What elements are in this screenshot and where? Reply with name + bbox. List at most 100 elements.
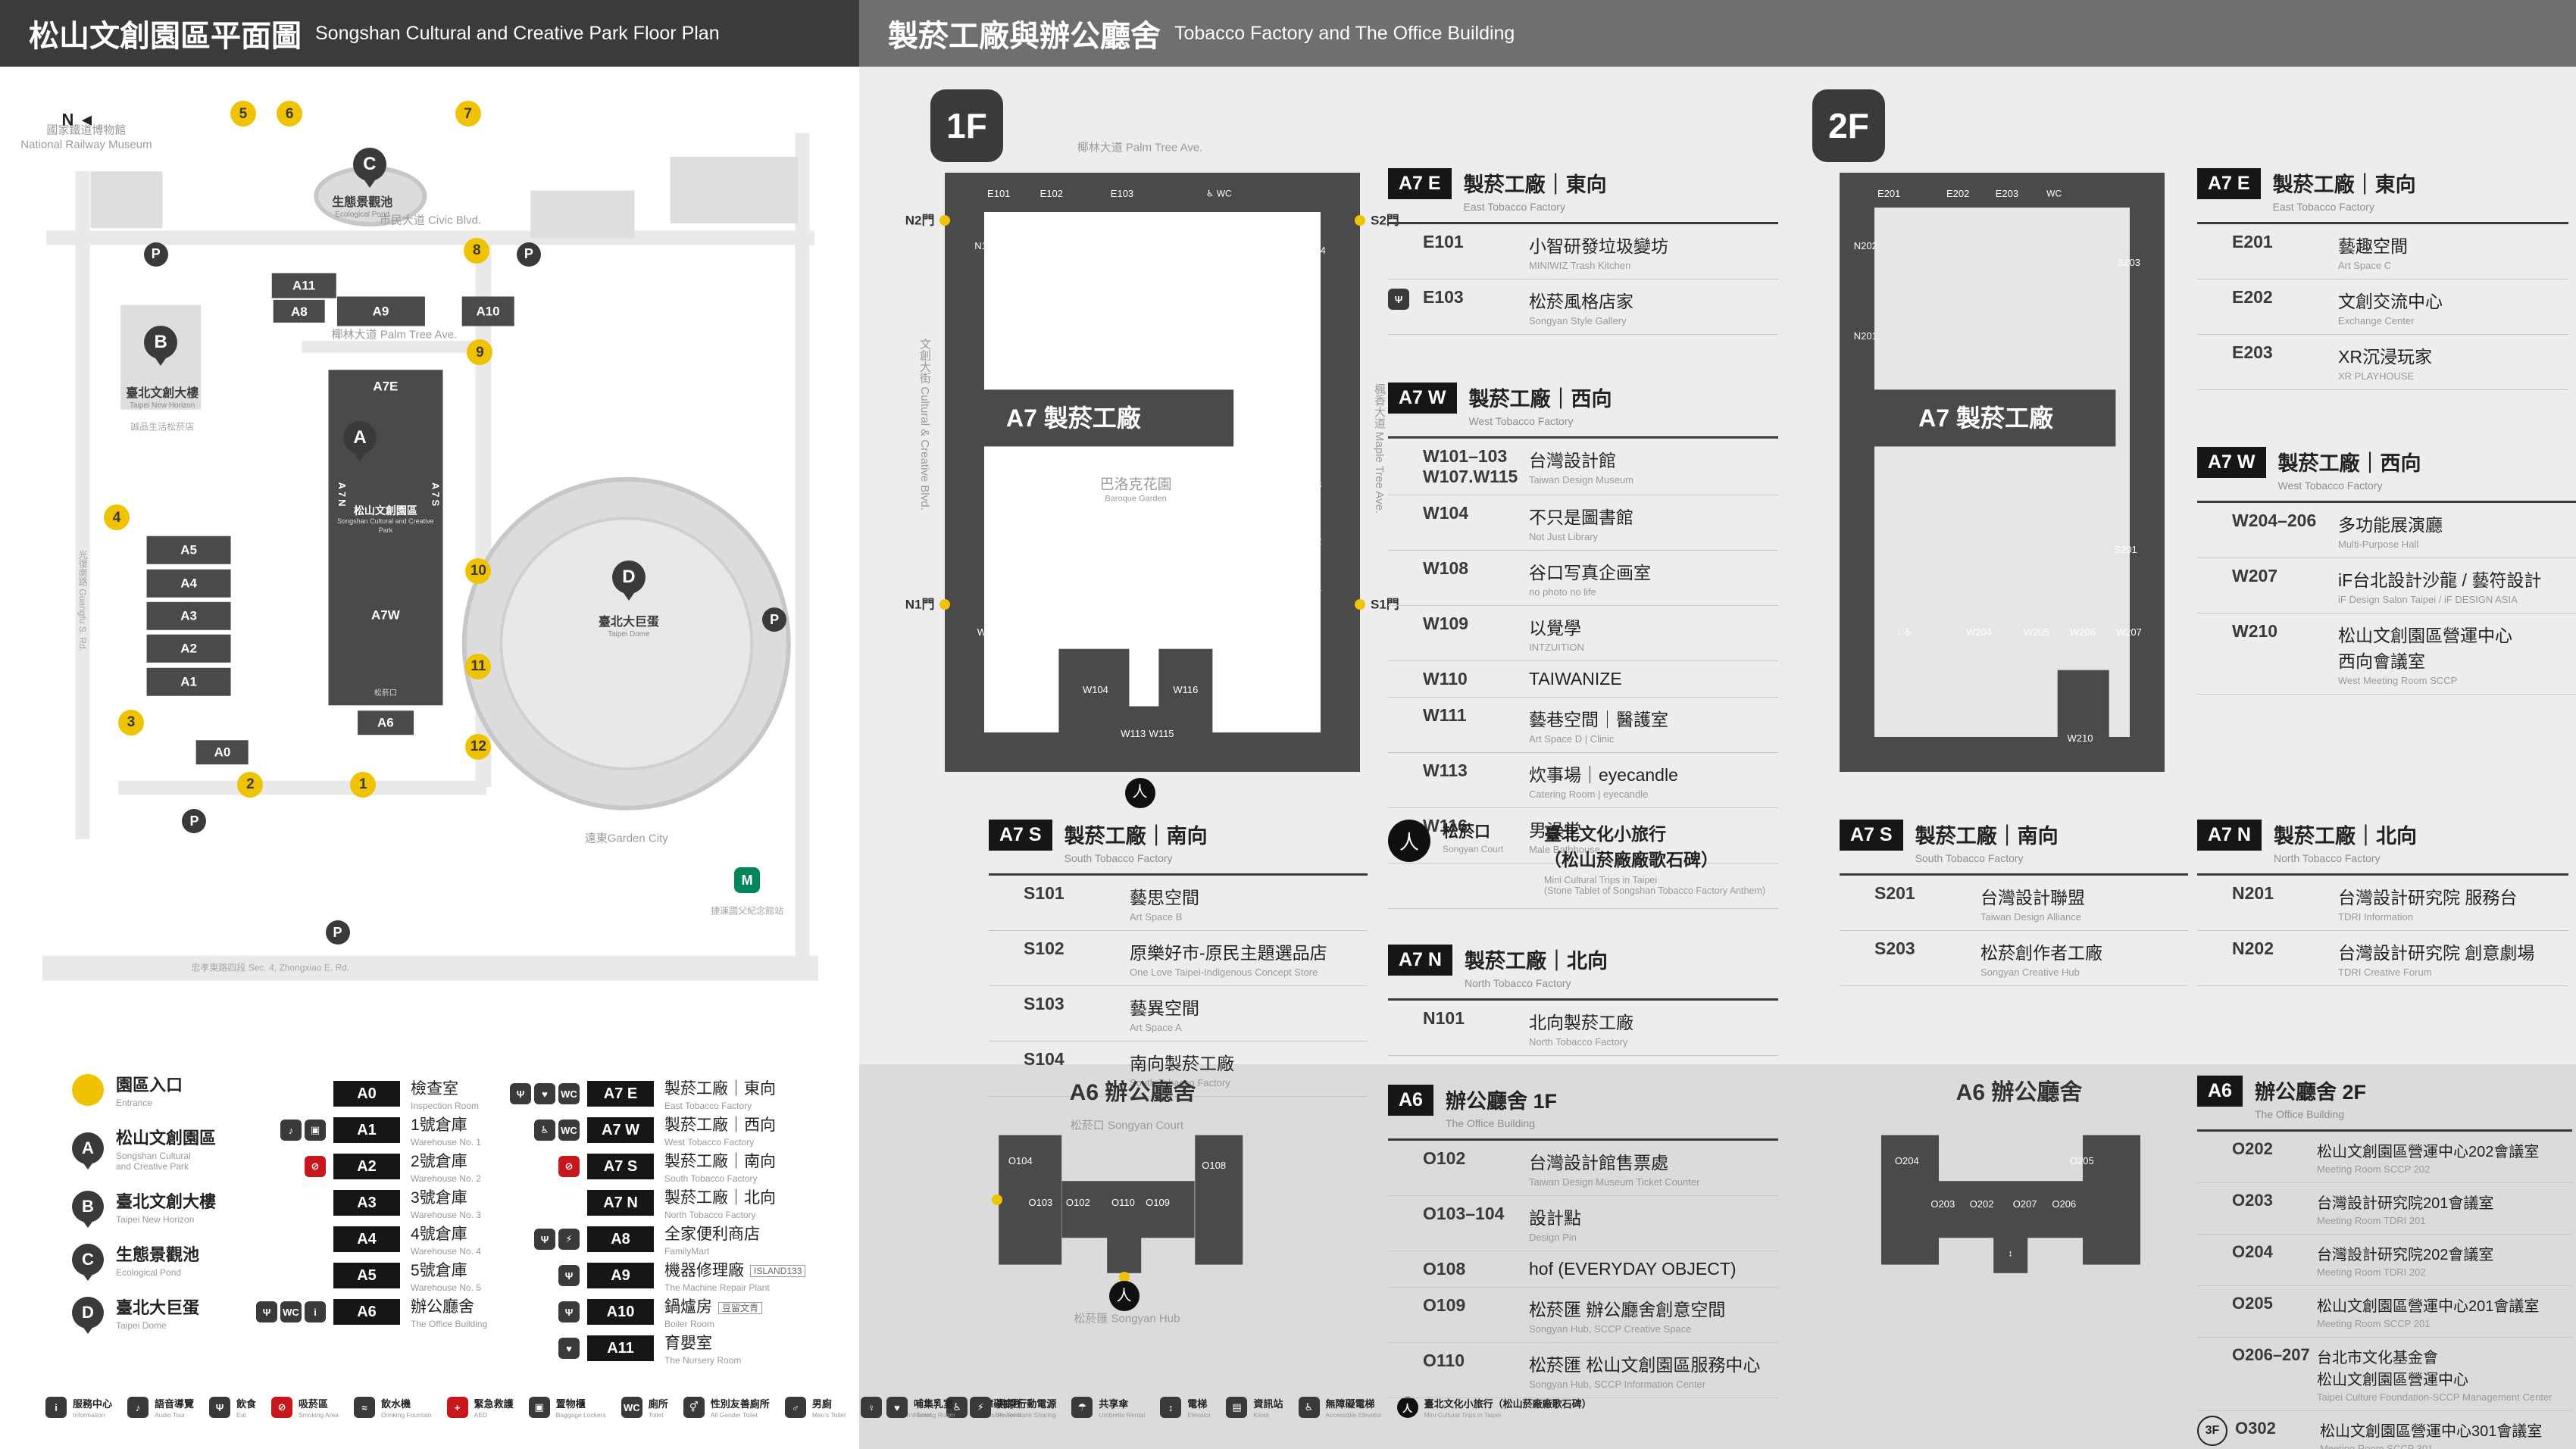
- room-name-en: North Tobacco Factory: [1529, 1036, 1628, 1048]
- tobacco-factory-outline-2f: [1840, 173, 2165, 772]
- court-title-en: Mini Cultural Trips in Taipei (Stone Tab…: [1544, 875, 1766, 896]
- room-name-en: Art Space B: [1130, 911, 1183, 923]
- map-ent-3: 3: [118, 710, 145, 736]
- building-code-badge: A3: [333, 1190, 400, 1216]
- facility-label-zh: 臺北文化小旅行（松山菸廠廠歌石碑）: [1424, 1398, 1592, 1410]
- toilet-icon: WC: [280, 1301, 302, 1323]
- room-code: S203: [1874, 938, 1915, 958]
- legend-key-row: D 臺北大巨蛋 Taipei Dome: [72, 1294, 299, 1331]
- toilet-icon: WC: [621, 1397, 642, 1418]
- right-header: 製菸工廠與辦公廳舍 Tobacco Factory and The Office…: [859, 0, 2576, 67]
- building-name-zh: 製菸工廠｜東向: [664, 1080, 776, 1098]
- room-code: E203: [2232, 342, 2273, 362]
- map-pblock: [1993, 1235, 2028, 1273]
- walking-person-icon: 人: [1388, 820, 1430, 862]
- room-name-zh: 台灣設計研究院 創意劇場: [2338, 943, 2535, 963]
- floor-prefix-badge: 3F: [2197, 1416, 2227, 1446]
- facility-icon: ⊘: [271, 1397, 293, 1418]
- map-room-S104: S104: [1302, 244, 1326, 256]
- room-name-en: Taiwan Design Museum Ticket Counter: [1529, 1176, 1700, 1188]
- section-title-en: West Tobacco Factory: [1468, 415, 1574, 427]
- facility-icon: ⚡: [970, 1397, 992, 1418]
- power-bank-icon: ⚡: [970, 1397, 992, 1418]
- map-picto-↕ ♿: ↕ ♿: [1896, 626, 1912, 638]
- map-ent-4: 4: [104, 504, 130, 531]
- map-room-O109: O109: [1146, 1197, 1170, 1209]
- directory-1f-west: A7 W 製菸工廠｜西向 West Tobacco Factory W101–1…: [1388, 383, 1778, 863]
- map-person-人: 人: [1124, 777, 1155, 808]
- court-title-zh: 臺北文化小旅行 （松山菸廠廠歌石碑）: [1544, 824, 1718, 870]
- room-code: E101: [1423, 232, 1464, 251]
- building-code-badge: A8: [587, 1226, 654, 1252]
- building-code-badge: A1: [333, 1117, 400, 1143]
- legend-row-icons: ⊘: [242, 1156, 333, 1177]
- room-name-zh: 松菸創作者工廠: [1980, 943, 2102, 963]
- accessible-elevator-icon: ♿: [1298, 1397, 1320, 1418]
- facility-label-en: Information: [73, 1411, 105, 1419]
- room-name-zh: 不只是圖書館: [1529, 507, 1633, 527]
- court-label-zh: 松菸口: [1443, 823, 1490, 841]
- section-badge: A7 E: [2197, 168, 2261, 199]
- facility-icon: ⚥: [683, 1397, 705, 1418]
- map-pblock: [2082, 1135, 2140, 1265]
- tobacco-factory-outline-1f: [945, 173, 1360, 772]
- room-name-zh: 男澡堂: [1529, 820, 1581, 840]
- map-room-E101: E101: [987, 188, 1011, 200]
- mini-trips-icon: 人: [1396, 1397, 1418, 1418]
- map-gtiny-誠品生活松菸店: 誠品生活松菸店: [130, 421, 195, 433]
- facility-label-zh: 吸菸區: [299, 1398, 329, 1410]
- facility-label-en: Accessible Elevator: [1325, 1411, 1382, 1419]
- room-name-zh: 文創交流中心: [2338, 292, 2443, 311]
- facility-label-en: Power Bank Sharing: [997, 1411, 1056, 1419]
- map-ydot: [992, 1194, 1003, 1205]
- map-blockd-A8: A8: [273, 300, 326, 323]
- legend-building-row: Ψ A10 鍋爐房豆留文青 Boiler Room: [496, 1294, 849, 1330]
- room-name-en: Not Just Library: [1529, 531, 1599, 542]
- section-title-zh: 製菸工廠｜南向: [1915, 825, 2059, 848]
- facility-icon: ≈: [353, 1397, 375, 1418]
- room-name-zh: 藝思空間: [1130, 888, 1199, 907]
- map-pblock: [959, 389, 1233, 447]
- map-gtext-松菸口 Songyan Court: 松菸口 Songyan Court: [1070, 1120, 1184, 1133]
- map-room-E102: E102: [1039, 188, 1064, 200]
- court-label-en: Songyan Court: [1443, 844, 1504, 854]
- nursing-room-icon: ♥: [534, 1083, 555, 1104]
- facility-icon: ▤: [1226, 1397, 1248, 1418]
- legend-building-row: A7 N 製菸工廠｜北向 North Tobacco Factory: [496, 1185, 849, 1221]
- map-wtiny-松菸口: 松菸口: [374, 689, 397, 698]
- room-name-en: West Meeting Room SCCP: [2338, 675, 2458, 686]
- room-code: O108: [1423, 1259, 1466, 1279]
- legend-key-label-zh: 生態景觀池: [116, 1245, 200, 1264]
- elevator-icon: ↕: [1160, 1397, 1182, 1418]
- building-name-en: South Tobacco Factory: [664, 1173, 758, 1184]
- room-name-en: Meeting Room SCCP 301: [2320, 1443, 2434, 1449]
- room-name-en: Art Space C: [2338, 260, 2392, 271]
- facility-legend-item: ⚥ 性別友善廁所 All Gender Toilet: [683, 1396, 770, 1419]
- legend-key-icon: A: [72, 1132, 104, 1164]
- map-blockd-A4: A4: [146, 570, 231, 598]
- building-code-badge: A11: [587, 1335, 654, 1361]
- room-code: O102: [1423, 1148, 1466, 1168]
- building-note: 豆留文青: [718, 1301, 763, 1314]
- room-name-en: Male Bathhouse: [1529, 844, 1600, 855]
- room-name-zh: 原樂好市-原民主題選品店: [1130, 943, 1327, 963]
- eat-icon: Ψ: [510, 1083, 531, 1104]
- facility-label-en: Kiosk: [1253, 1411, 1270, 1419]
- room-code: W111: [1423, 705, 1467, 725]
- legend-row-icons: Ψ⚡: [496, 1229, 587, 1250]
- legend-key-row: B 臺北文創大樓 Taipei New Horizon: [72, 1188, 299, 1225]
- map-pin-C: C: [352, 148, 386, 182]
- map-wbig-A7 製菸工廠: A7 製菸工廠: [1005, 404, 1141, 433]
- map-room-W110: W110: [1206, 626, 1232, 638]
- legend-building-row: ♪▣ A1 1號倉庫 Warehouse No. 1: [242, 1112, 500, 1148]
- legend-buildings-b: Ψ♥WC A7 E 製菸工廠｜東向 East Tobacco Factory ♿…: [496, 1076, 849, 1366]
- map-blockd: [328, 370, 443, 706]
- map-gtextv-文創大街 Cultural & Creative Blvd.: 文創大街 Cultural & Creative Blvd.: [918, 338, 931, 511]
- building-name-zh: 2號倉庫: [411, 1153, 467, 1170]
- room-name-en: XR PLAYHOUSE: [2338, 370, 2415, 382]
- map-pblock: [1880, 1135, 1939, 1265]
- facility-legend-item: Ψ 飲食 Eat: [209, 1396, 256, 1419]
